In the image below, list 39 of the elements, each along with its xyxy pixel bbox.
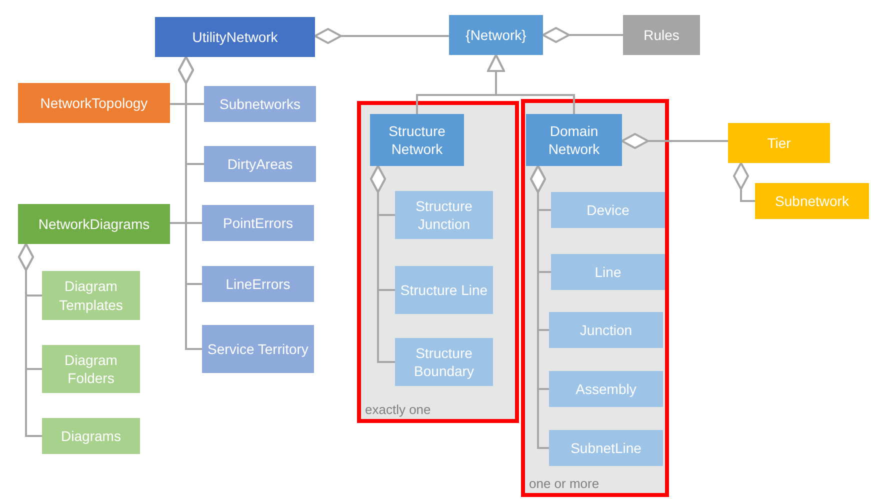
class-box: Structure Network: [370, 114, 464, 166]
class-box: Tier: [728, 123, 830, 163]
aggregation-connector: [542, 27, 623, 43]
class-box: UtilityNetwork: [155, 17, 315, 57]
class-box: NetworkTopology: [18, 83, 170, 123]
multiplicity-note: one or more: [529, 476, 600, 491]
class-box: NetworkDiagrams: [18, 204, 170, 244]
aggregation-connector: [621, 133, 728, 149]
class-box: Domain Network: [526, 114, 622, 166]
class-box: Structure Boundary: [395, 338, 493, 386]
class-box: Service Territory: [202, 325, 314, 373]
multiplicity-note: exactly one: [365, 402, 431, 417]
class-box: LineErrors: [202, 266, 314, 302]
aggregation-connector: [733, 162, 755, 202]
class-box: Assembly: [549, 371, 663, 407]
class-box: Line: [551, 254, 665, 290]
inheritance-arrow: [487, 54, 575, 114]
aggregation-connector: [18, 243, 42, 437]
class-box: Diagrams: [42, 418, 140, 454]
aggregation-connector: [370, 165, 395, 363]
group-panel: [357, 101, 519, 423]
class-box: Rules: [623, 15, 700, 55]
connector-line: [170, 222, 202, 224]
aggregation-connector: [314, 28, 449, 44]
aggregation-connector: [178, 56, 202, 350]
group-panel: [521, 99, 669, 497]
class-box: Device: [551, 192, 665, 228]
class-box: Structure Line: [395, 266, 493, 314]
class-box: Diagram Folders: [42, 345, 140, 393]
class-box: PointErrors: [202, 205, 314, 241]
class-box: DirtyAreas: [204, 146, 316, 182]
class-box: SubnetLine: [549, 430, 663, 466]
class-box: Structure Junction: [395, 191, 493, 239]
class-box: Subnetwork: [755, 183, 869, 219]
class-box: Junction: [549, 312, 663, 348]
class-box: {Network}: [449, 15, 543, 55]
class-box: Subnetworks: [204, 86, 316, 122]
connector-line: [170, 103, 204, 105]
class-box: Diagram Templates: [42, 271, 140, 320]
